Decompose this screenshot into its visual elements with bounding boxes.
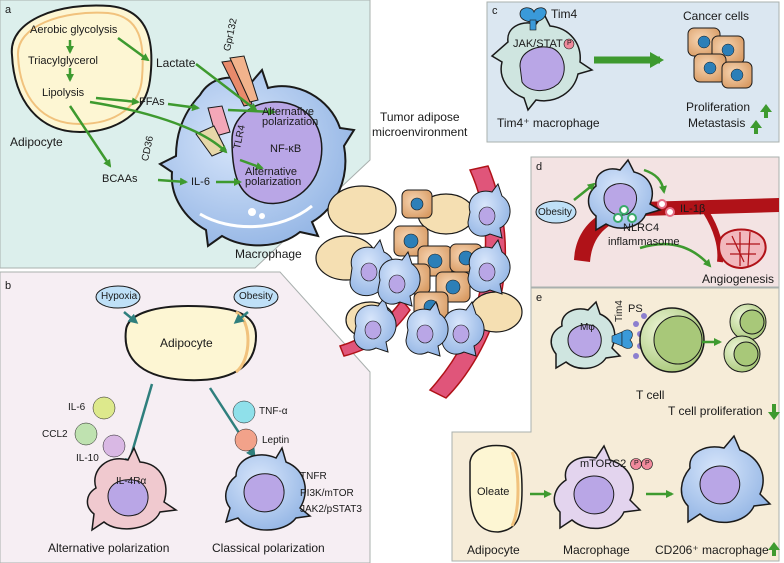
label-aerobic-glycolysis: Aerobic glycolysis <box>30 24 118 36</box>
label-jak2: JAK2/pSTAT3 <box>300 504 362 515</box>
label-jakstat: JAK/STAT <box>513 38 563 50</box>
label-obesity-b: Obesity <box>239 291 273 302</box>
panel-e-cd206-macrophage <box>680 434 772 524</box>
panel-b-letter: b <box>5 280 12 292</box>
label-bcaas: BCAAs <box>102 173 138 185</box>
label-mtorc2: mTORC2 <box>580 458 627 470</box>
label-adipocyte-e: Adipocyte <box>467 543 520 557</box>
label-il4ra: IL-4Rα <box>116 476 147 487</box>
label-hypoxia: Hypoxia <box>101 291 138 302</box>
panel-e-tcell <box>639 307 705 373</box>
label-nlrc4-2: inflammasome <box>608 236 680 248</box>
panel-e-oleate-adipocyte <box>469 444 523 533</box>
label-alt-polarization-b: Alternative polarization <box>48 541 170 555</box>
panel-e-tim4-receptor <box>611 313 647 359</box>
panel-a-arrows <box>66 36 276 186</box>
label-cancer-cells: Cancer cells <box>683 9 750 23</box>
label-il1b: IL-1β <box>680 203 706 215</box>
label-pi3k: PI3K/mTOR <box>300 488 354 499</box>
label-ffas: FFAs <box>139 96 165 108</box>
label-il10: IL-10 <box>76 453 99 464</box>
label-adipocyte-b: Adipocyte <box>160 336 213 350</box>
label-p-e2: P <box>645 460 650 467</box>
panel-e-macrophage-mtorc2 <box>553 444 653 530</box>
label-ps: PS <box>628 303 643 315</box>
label-mphi: Mφ <box>580 322 595 333</box>
center-tumor-cluster <box>315 165 523 399</box>
label-tim4-e: Tim4 <box>614 300 625 322</box>
panel-e-letter: e <box>536 292 543 304</box>
label-triacylglycerol: Triacylglycerol <box>28 55 98 67</box>
panel-a-macrophage <box>158 68 356 248</box>
panel-d-macrophage <box>587 158 662 232</box>
label-nlrc4-1: NLRC4 <box>623 222 660 234</box>
panel-c-cancer-cells <box>687 27 753 89</box>
panel-b-cytokine-balls <box>74 396 258 458</box>
label-p-c: P <box>567 40 572 47</box>
label-ccl2: CCL2 <box>42 429 68 440</box>
label-tcell-proliferation: T cell proliferation <box>668 404 763 418</box>
label-leptin: Leptin <box>262 435 290 446</box>
panel-e-tcells-prolif <box>723 303 767 373</box>
label-alt-polarization-1: Alternative polarization <box>262 106 319 129</box>
label-cls-polarization: Classical polarization <box>212 541 325 555</box>
label-tim4-macrophage: Tim4⁺ macrophage <box>497 116 600 130</box>
panel-b-adipocyte <box>124 304 258 382</box>
label-angiogenesis: Angiogenesis <box>702 272 775 286</box>
label-nfkb: NF-κB <box>270 143 302 155</box>
label-oleate: Oleate <box>477 486 510 498</box>
label-proliferation: Proliferation <box>686 100 751 114</box>
label-p-e1: P <box>634 460 639 467</box>
label-obesity-d: Obesity <box>538 207 572 218</box>
panel-c-macrophage <box>490 7 594 112</box>
label-macrophage-a: Macrophage <box>235 247 302 261</box>
panel-b-cls-macrophage <box>224 446 312 531</box>
label-lipolysis: Lipolysis <box>42 87 85 99</box>
panel-c-up-arrows <box>750 104 772 134</box>
panel-e-up-arrow <box>768 542 780 556</box>
label-tnfr: TNFR <box>300 471 327 482</box>
label-metastasis: Metastasis <box>688 116 746 130</box>
label-tim4-c: Tim4 <box>551 7 578 21</box>
center-title-line1: Tumor adipose <box>380 110 460 124</box>
label-macrophage-e: Macrophage <box>563 543 630 557</box>
label-alt-polarization-2: Alternative polarization <box>245 166 302 189</box>
panel-c-letter: c <box>492 5 498 17</box>
panel-d-arrows <box>573 168 712 268</box>
label-il6-b: IL-6 <box>68 402 86 413</box>
label-cd206-macrophage: CD206⁺ macrophage <box>655 543 769 557</box>
label-il6-a: IL-6 <box>191 176 210 188</box>
panel-e-down-arrow <box>768 404 780 420</box>
label-lactate: Lactate <box>156 56 196 70</box>
label-tcell: T cell <box>636 388 665 402</box>
panel-e-mphi <box>550 300 622 370</box>
center-title-line2: microenvironment <box>372 125 468 139</box>
panel-b-alt-macrophage <box>86 446 179 532</box>
panel-a-letter: a <box>5 4 12 16</box>
bubbles <box>95 200 577 309</box>
panel-d-letter: d <box>536 161 543 173</box>
label-tnfa: TNF-α <box>259 406 288 417</box>
label-adipocyte-a: Adipocyte <box>10 135 63 149</box>
panel-d-granules <box>613 199 675 223</box>
